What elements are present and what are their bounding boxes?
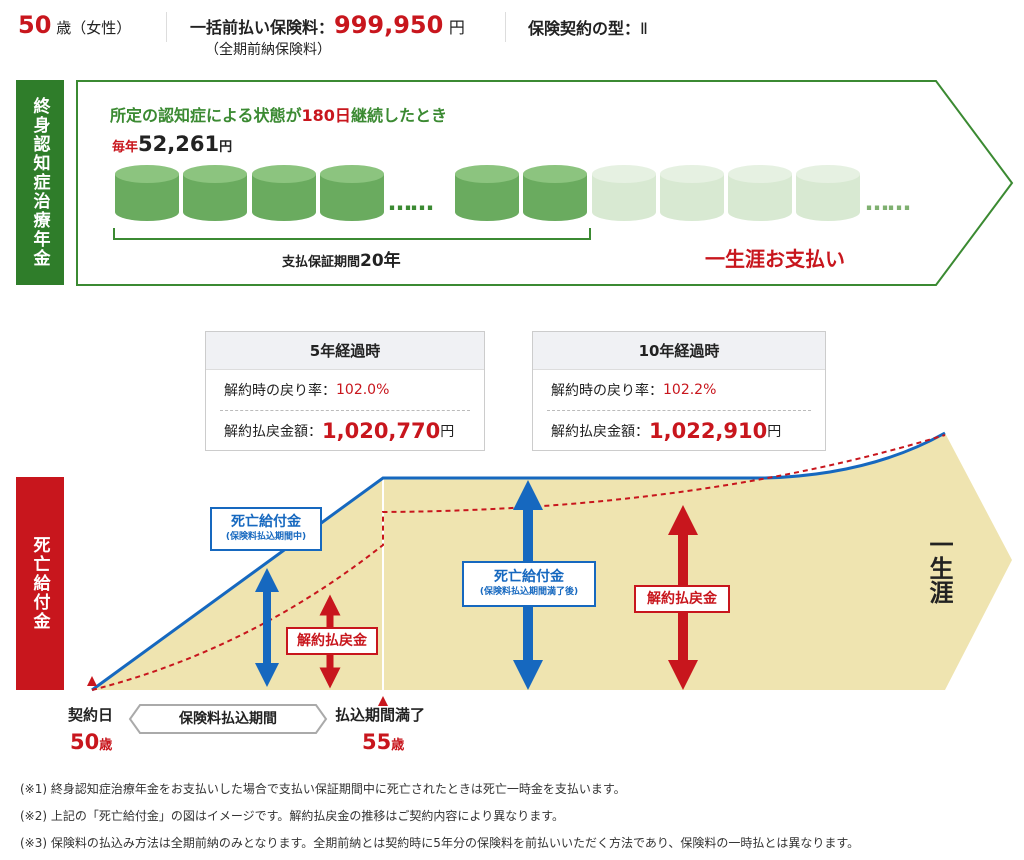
refund-value: 1,020,770 <box>322 418 441 443</box>
age-unit: 歳（女性） <box>56 19 132 37</box>
rate-label: 解約時の戻り率： <box>551 383 663 399</box>
lifetime-payment: 一生涯お支払い <box>705 247 845 271</box>
start-age: 50歳 <box>70 730 112 758</box>
yearly-amount: 毎年52,261円 <box>112 132 232 156</box>
death-benefit-after-label: 死亡給付金 (保険料払込期間満了後) <box>462 561 596 607</box>
cylinders <box>115 165 860 221</box>
label-main: 死亡給付金 <box>231 514 301 530</box>
rate-value: 102.2% <box>663 382 717 398</box>
type-label: 保険契約の型： <box>528 19 641 38</box>
coin-stack-icon <box>320 165 384 221</box>
maturity-marker <box>378 696 388 706</box>
label-sub: (保険料払込期間中) <box>225 532 307 542</box>
rate-value: 102.0% <box>336 382 390 398</box>
death-benefit-during-label: 死亡給付金 (保険料払込期間中) <box>210 507 322 551</box>
premium-sub: （全期前納保険料） <box>205 42 331 58</box>
card-title: 10年経過時 <box>533 332 825 370</box>
coin-stack-icon <box>252 165 316 221</box>
dots-1: …… <box>388 188 434 216</box>
coin-stack-icon <box>115 165 179 221</box>
lifetime-label: 一生涯 <box>925 532 953 604</box>
label-sub: (保険料払込期間満了後) <box>479 587 579 597</box>
period-badge <box>128 704 328 734</box>
start-age-value: 50 <box>70 730 100 754</box>
coin-stack-icon <box>660 165 724 221</box>
contract-type: 保険契約の型：Ⅱ <box>528 15 648 39</box>
refund-label: 解約払戻金額： <box>551 423 649 440</box>
premium: 一括前払い保険料：999,950 円 <box>190 10 465 40</box>
type-value: Ⅱ <box>640 19 648 38</box>
premium-value: 999,950 <box>334 11 444 39</box>
age-info: 50 歳（女性） <box>18 10 131 43</box>
end-age-value: 55 <box>362 730 392 754</box>
age-unit: 歳 <box>391 738 405 753</box>
refund-value: 1,022,910 <box>649 418 768 443</box>
refund-label-2: 解約払戻金 <box>634 585 730 613</box>
label-main: 死亡給付金 <box>494 569 564 585</box>
death-benefit-line <box>91 431 946 692</box>
premium-yen: 円 <box>448 18 465 37</box>
coin-stack-icon <box>183 165 247 221</box>
dots-2: …… <box>865 188 911 216</box>
guarantee-bracket <box>113 228 591 240</box>
card-title: 5年経過時 <box>206 332 484 370</box>
guarantee-period: 支払保証期間20年 <box>282 246 401 271</box>
coin-stack-icon <box>455 165 519 221</box>
annuity-condition: 所定の認知症による状態が180日継続したとき <box>110 102 447 126</box>
note-3: (※3) 保険料の払込み方法は全期前納のみとなります。全期前納とは契約時に5年分… <box>20 836 860 850</box>
yen: 円 <box>440 423 455 440</box>
guarantee-label: 支払保証期間 <box>282 255 361 270</box>
premium-label: 一括前払い保険料： <box>190 18 335 37</box>
coin-stack-icon <box>796 165 860 221</box>
divider <box>166 12 167 42</box>
age-value: 50 <box>18 11 52 39</box>
refund-label-1: 解約払戻金 <box>286 627 378 655</box>
yearly-yen: 円 <box>219 140 233 155</box>
maturity-label: 払込期間満了 <box>335 706 426 724</box>
death-side-label: 死亡給付金 <box>16 477 64 690</box>
divider <box>505 12 506 42</box>
start-label: 契約日 <box>68 706 114 724</box>
rate-row: 解約時の戻り率：102.0% <box>206 370 484 410</box>
payment-period-label: 保険料払込期間 <box>179 711 277 727</box>
yen: 円 <box>767 423 782 440</box>
end-age: 55歳 <box>362 730 404 758</box>
yearly-value: 52,261 <box>138 132 220 156</box>
condition-days: 180日 <box>301 106 351 125</box>
coin-stack-icon <box>592 165 656 221</box>
start-marker <box>87 676 97 686</box>
yearly-label: 毎年 <box>112 140 139 155</box>
annuity-side-label: 終身認知症治療年金 <box>16 80 64 285</box>
rate-label: 解約時の戻り率： <box>224 383 336 399</box>
coin-stack-icon <box>728 165 792 221</box>
note-2: (※2) 上記の「死亡給付金」の図はイメージです。解約払戻金の推移はご契約内容に… <box>20 809 564 823</box>
rate-row: 解約時の戻り率：102.2% <box>533 370 825 410</box>
refund-label: 解約払戻金額： <box>224 423 322 440</box>
note-1: (※1) 終身認知症治療年金をお支払いした場合で支払い保証期間中に死亡されたとき… <box>20 782 626 796</box>
condition-post: 継続したとき <box>350 106 447 125</box>
condition-pre: 所定の認知症による状態が <box>110 106 302 125</box>
coin-stack-icon <box>523 165 587 221</box>
guarantee-value: 20年 <box>360 251 401 271</box>
refund-curve <box>91 434 946 691</box>
age-unit: 歳 <box>99 738 113 753</box>
